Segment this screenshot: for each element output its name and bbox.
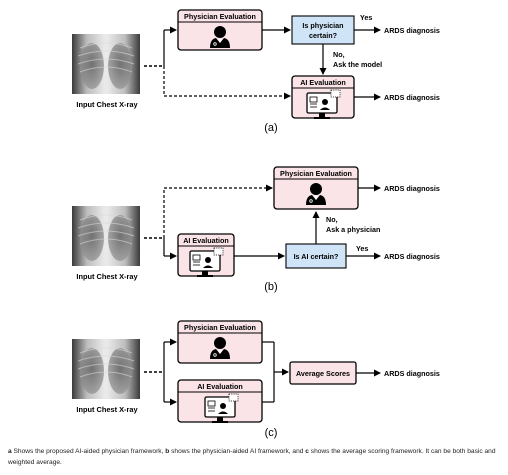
average-scores-label: Average Scores: [296, 369, 350, 378]
xray-label: Input Chest X-ray: [76, 405, 138, 414]
chest-xray-image: [71, 33, 141, 95]
caption-letter-a: a: [8, 448, 12, 455]
chest-xray-image: [71, 338, 141, 400]
panel-label: (b): [264, 281, 277, 293]
physician-box-title: Physician Evaluation: [184, 12, 256, 21]
figure-caption: a Shows the proposed AI-aided physician …: [8, 446, 502, 468]
output-label: ARDS diagnosis: [384, 93, 440, 102]
decision-text-line-2: certain?: [309, 31, 337, 40]
no-label-line-1: No,: [326, 215, 338, 224]
caption-text-a: Shows the proposed AI-aided physician fr…: [11, 448, 166, 455]
panel-b: Input Chest X-ray Physician Evaluation A…: [71, 166, 440, 293]
no-label-line-1: No,: [333, 50, 345, 59]
panel-c: Input Chest X-ray Physician Evaluation A…: [71, 320, 440, 439]
yes-label: Yes: [360, 13, 372, 22]
caption-text-b: shows the physician-aided AI framework, …: [169, 448, 306, 455]
chest-xray-image: [71, 205, 141, 267]
output-label: ARDS diagnosis: [384, 184, 440, 193]
decision-text: Is AI certain?: [294, 252, 339, 261]
output-label: ARDS diagnosis: [384, 26, 440, 35]
ai-box-title: AI Evaluation: [300, 78, 346, 87]
panel-label: (a): [264, 122, 277, 134]
panel-a: Input Chest X-ray Physician Evaluation I…: [71, 9, 440, 134]
caption-letter-b: b: [165, 448, 170, 455]
decision-text-line-1: Is physician: [302, 21, 343, 30]
no-label-line-2: Ask a physician: [326, 225, 380, 234]
ai-box-title: AI Evaluation: [197, 382, 243, 391]
xray-label: Input Chest X-ray: [76, 272, 138, 281]
physician-box-title: Physician Evaluation: [280, 169, 352, 178]
caption-text-c: shows the average scoring framework. It …: [8, 448, 496, 466]
yes-label: Yes: [356, 244, 368, 253]
output-label: ARDS diagnosis: [384, 369, 440, 378]
physician-box-title: Physician Evaluation: [184, 323, 256, 332]
xray-label: Input Chest X-ray: [76, 100, 138, 109]
ai-box-title: AI Evaluation: [183, 236, 229, 245]
panel-label: (c): [265, 427, 278, 439]
output-label: ARDS diagnosis: [384, 252, 440, 261]
no-label-line-2: Ask the model: [333, 60, 382, 69]
caption-letter-c: c: [305, 448, 309, 455]
